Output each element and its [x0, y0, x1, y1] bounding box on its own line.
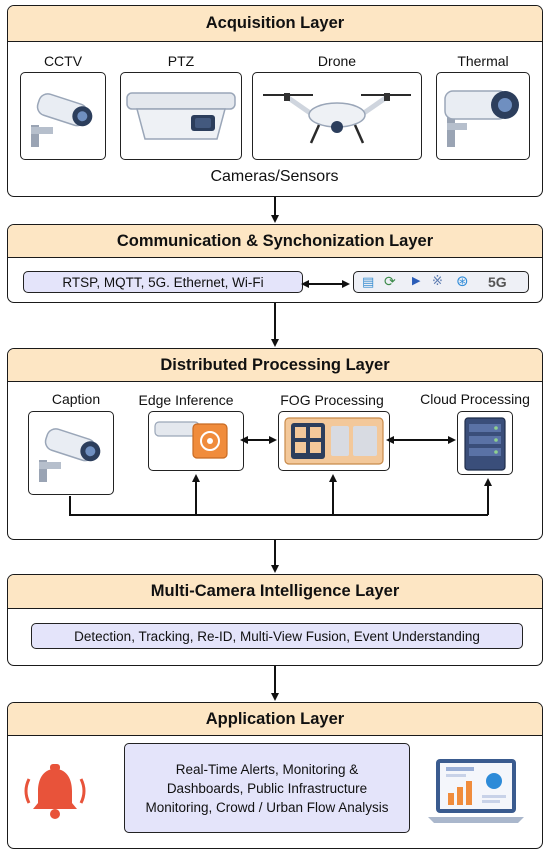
drone-tile [252, 72, 422, 160]
cameras-sensors-label: Cameras/Sensors [210, 168, 339, 185]
caption-tile [28, 411, 114, 495]
signal-icon: ※ [432, 273, 443, 288]
edge-chip-icon [154, 421, 228, 459]
drone-icon [263, 93, 411, 144]
network-icon: ▤ [362, 274, 375, 289]
ptz-label: PTZ [167, 53, 195, 69]
thermal-tile [436, 72, 530, 160]
caption-label: Caption [51, 391, 101, 407]
fog-processing-tile [278, 411, 390, 471]
application-layer-title: Application Layer [8, 703, 542, 736]
thermal-label: Thermal [457, 53, 509, 69]
communication-layer: Communication & Synchonization Layer RTS… [7, 224, 543, 303]
cctv-tile [20, 72, 106, 160]
alarm-bell-icon [24, 764, 86, 819]
cloud-processing-tile [457, 411, 513, 475]
intelligence-layer-title: Multi-Camera Intelligence Layer [8, 575, 542, 609]
network-icons-box: ▤ ⟳ ▶ ※ ⊛ 5G [353, 271, 529, 293]
edge-inference-label: Edge Inference [138, 392, 234, 408]
intelligence-layer: Multi-Camera Intelligence Layer Detectio… [7, 574, 543, 666]
5g-label: 5G [488, 274, 507, 290]
sync-icon: ⟳ [384, 273, 396, 289]
edge-inference-tile [148, 411, 244, 471]
acquisition-layer-title: Acquisition Layer [8, 6, 542, 42]
communication-layer-title: Communication & Synchonization Layer [8, 225, 542, 258]
fog-processing-label: FOG Processing [280, 392, 384, 408]
drone-label: Drone [317, 53, 357, 69]
application-layer: Application Layer Real-Time Alerts, Moni… [7, 702, 543, 849]
protocols-box: RTSP, MQTT, 5G. Ethernet, Wi-Fi [23, 271, 303, 293]
ptz-tile [120, 72, 242, 160]
intelligence-tasks-box: Detection, Tracking, Re-ID, Multi-View F… [31, 623, 523, 649]
server-rack-icon [464, 417, 506, 471]
wifi-icon: ⊛ [456, 273, 469, 290]
thermal-camera-icon [444, 90, 519, 147]
processing-layer: Distributed Processing Layer Caption Edg… [7, 348, 543, 540]
camera-icon [39, 428, 101, 482]
caption-bus-line [69, 496, 488, 516]
fog-node-icon [284, 417, 384, 465]
dashboard-laptop-icon [428, 759, 524, 823]
stream-icon: ▶ [412, 275, 421, 287]
application-box: Real-Time Alerts, Monitoring & Dashboard… [124, 743, 410, 833]
ptz-camera-icon [126, 92, 236, 140]
acquisition-layer: Acquisition Layer CCTV PTZ Drone [7, 5, 543, 197]
application-line-3: Monitoring, Crowd / Urban Flow Analysis [145, 799, 389, 815]
application-line-2: Dashboards, Public Infrastructure [166, 780, 368, 796]
cloud-processing-label: Cloud Processing [420, 391, 530, 407]
cctv-camera-icon [31, 93, 93, 147]
processing-layer-title: Distributed Processing Layer [8, 349, 542, 382]
application-line-1: Real-Time Alerts, Monitoring & [175, 761, 359, 777]
cctv-label: CCTV [43, 53, 83, 69]
